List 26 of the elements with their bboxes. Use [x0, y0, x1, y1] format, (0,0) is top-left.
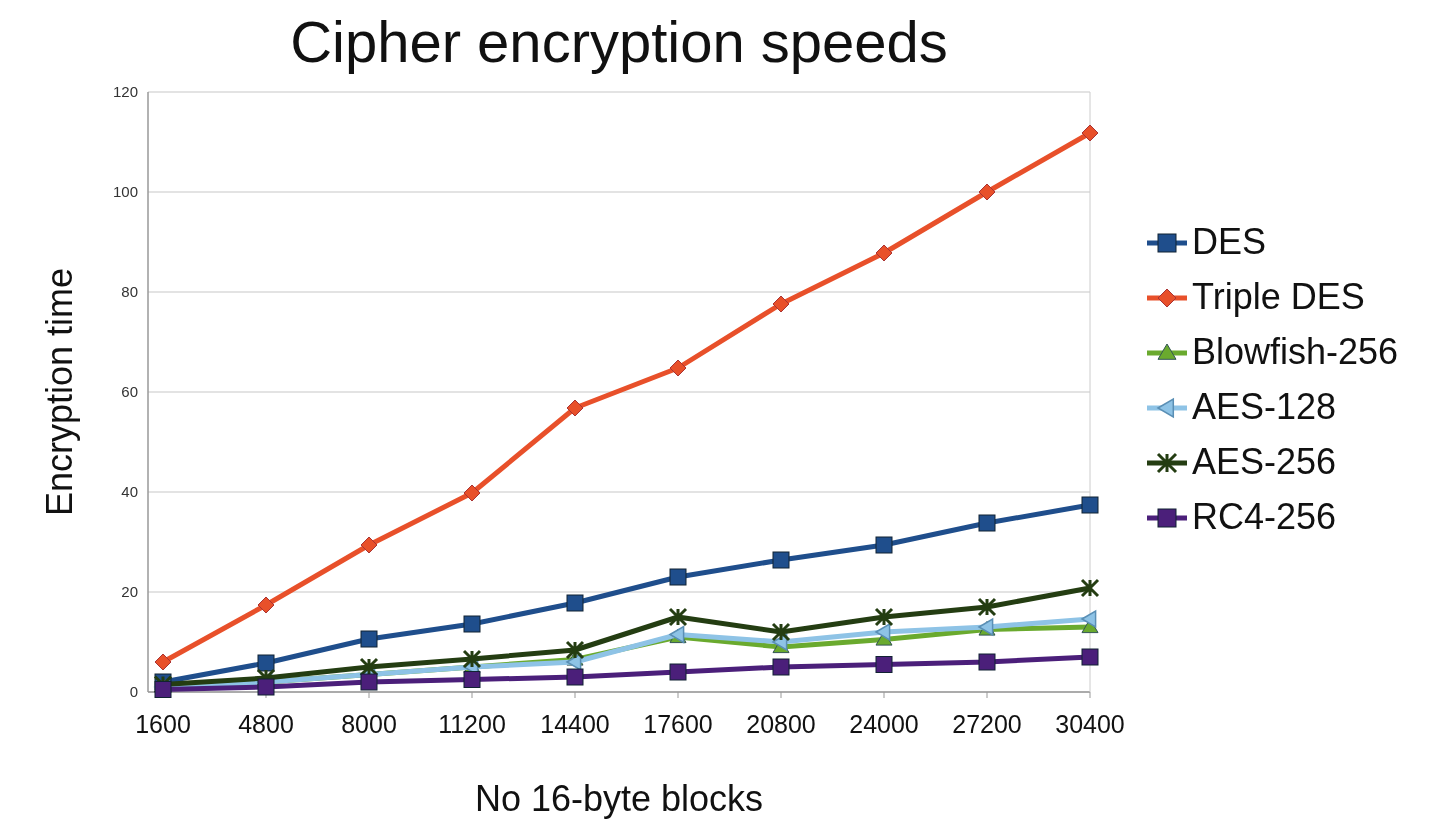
legend-label: Triple DES — [1192, 276, 1365, 318]
tick-label: 40 — [121, 483, 138, 500]
tick-label: 60 — [121, 383, 138, 400]
tick-label: 100 — [112, 183, 138, 200]
tick-label: 11200 — [438, 710, 506, 739]
tick-label: 0 — [129, 683, 138, 700]
tick-label: 24000 — [849, 710, 919, 739]
axis-title: No 16-byte blocks — [474, 778, 764, 820]
axis-title: Encryption time — [39, 267, 81, 517]
tick-label: 30400 — [1055, 710, 1125, 739]
legend-label: Blowfish-256 — [1192, 331, 1399, 373]
tick-label: 14400 — [540, 710, 610, 739]
tick-label: 4800 — [238, 710, 294, 739]
tick-label: 80 — [121, 283, 138, 300]
tick-label: 1600 — [135, 710, 191, 739]
tick-label: 20800 — [746, 710, 816, 739]
chart-title: Cipher encryption speeds — [290, 8, 948, 75]
tick-label: 120 — [112, 83, 138, 100]
legend-label: RC4-256 — [1192, 496, 1337, 538]
tick-label: 20 — [121, 583, 138, 600]
legend-label: DES — [1192, 221, 1267, 263]
tick-label: 27200 — [952, 710, 1022, 739]
legend-label: AES-128 — [1192, 386, 1337, 428]
tick-label: 8000 — [341, 710, 397, 739]
tick-label: 17600 — [643, 710, 713, 739]
legend-label: AES-256 — [1192, 441, 1337, 483]
